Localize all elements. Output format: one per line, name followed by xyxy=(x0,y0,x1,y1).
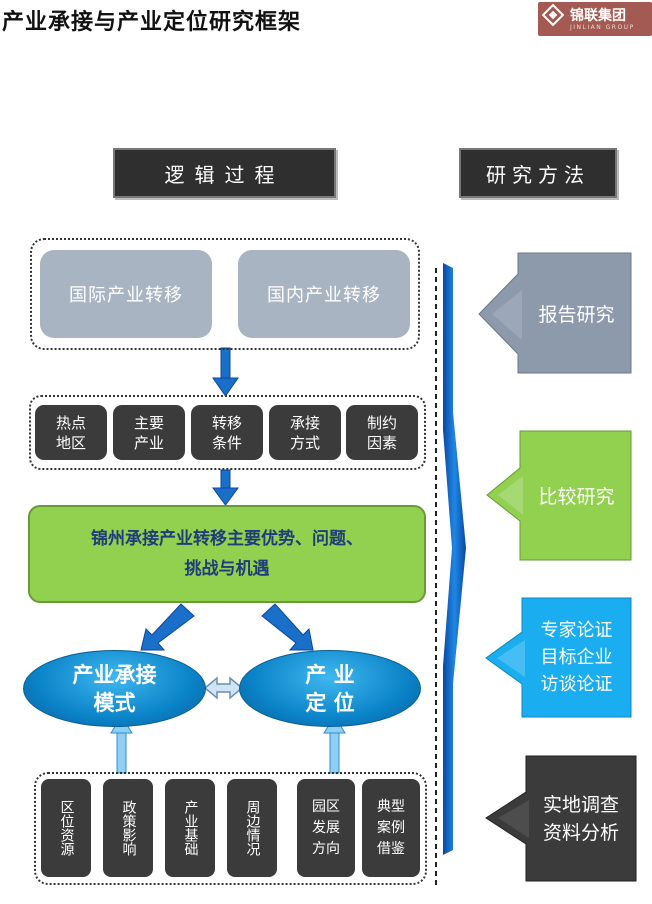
logo-subtext: JINLIAN GROUP xyxy=(570,24,635,31)
transfer-group xyxy=(30,238,420,350)
undertake-mode-ellipse: 产业承接 模式 xyxy=(23,650,206,727)
bidirectional-arrow-icon xyxy=(203,676,244,700)
basis-location-resources: 区位资源 xyxy=(41,779,91,877)
page-title: 产业承接与产业定位研究框架 xyxy=(2,10,302,35)
method-expert-interview: 专家论证 目标企业 访谈论证 xyxy=(540,620,613,695)
factor-constraints: 制约 因素 xyxy=(346,405,418,460)
method-3-shape xyxy=(485,597,632,718)
method-field-survey: 实地调查 资料分析 xyxy=(542,793,619,844)
company-logo: 锦联集团 JINLIAN GROUP xyxy=(538,2,652,36)
factor-main-industries: 主要 产业 xyxy=(113,405,185,460)
method-2-shape xyxy=(486,430,632,561)
diag-arrow-left-icon xyxy=(140,603,195,651)
logic-process-header: 逻辑过程 xyxy=(113,148,336,198)
factors-group xyxy=(29,395,426,470)
up-arrow-shaft-right xyxy=(329,727,340,774)
method-4-shape xyxy=(485,755,637,882)
method-report-research: 报告研究 xyxy=(538,303,615,326)
factor-transfer-conditions: 转移 条件 xyxy=(191,405,263,460)
up-arrow-shaft-left xyxy=(116,727,127,774)
progress-big-arrow-icon xyxy=(443,263,466,855)
summary-box: 锦州承接产业转移主要优势、问题、 挑战与机遇 xyxy=(28,505,426,603)
basis-policy-impact: 政策影响 xyxy=(103,779,153,877)
method-1-shape xyxy=(478,252,632,374)
basis-case-reference: 典型 案例 借鉴 xyxy=(362,779,420,877)
basis-group xyxy=(34,772,427,885)
industry-positioning-ellipse: 产 业 定 位 xyxy=(239,650,421,727)
research-method-header: 研究方法 xyxy=(459,148,617,198)
logo-text: 锦联集团 xyxy=(570,8,626,24)
factor-hot-regions: 热点 地区 xyxy=(35,405,107,460)
method-comparative-research: 比较研究 xyxy=(538,486,615,508)
down-arrow-shaft-1 xyxy=(220,347,231,381)
diag-arrow-right-icon xyxy=(261,603,314,651)
factor-undertake-methods: 承接 方式 xyxy=(269,405,341,460)
international-transfer-box: 国际产业转移 xyxy=(40,250,212,338)
down-arrow-icon-2 xyxy=(212,487,239,506)
basis-park-direction: 园区 发展 方向 xyxy=(297,779,355,877)
basis-surroundings: 周边情况 xyxy=(227,779,277,877)
basis-industry-foundation: 产业基础 xyxy=(165,779,215,877)
down-arrow-icon-1 xyxy=(212,377,239,397)
domestic-transfer-box: 国内产业转移 xyxy=(238,250,410,338)
